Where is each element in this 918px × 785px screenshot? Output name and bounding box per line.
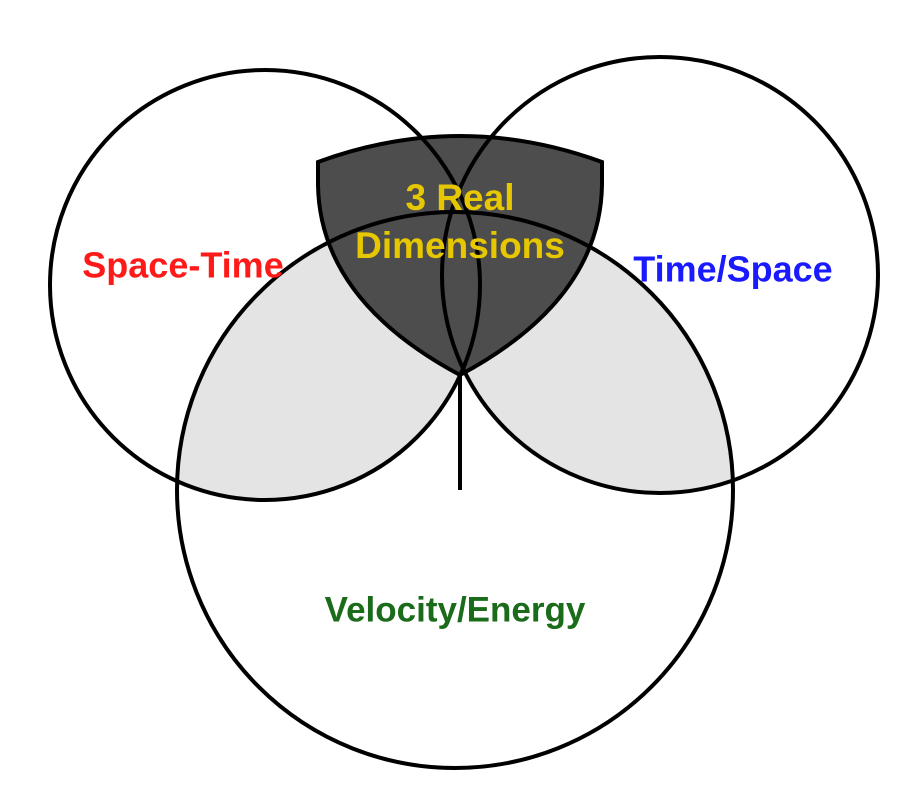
center-label-line-2: Dimensions: [355, 225, 565, 266]
label-time-space: Time/Space: [633, 249, 832, 290]
circle-space-time: [48, 68, 482, 502]
center-shield-shape: [316, 134, 604, 378]
circle-time-space: [440, 55, 880, 495]
label-velocity-energy: Velocity/Energy: [325, 590, 586, 629]
circle-velocity-energy: [175, 210, 735, 770]
center-label-line-1: 3 Real: [405, 177, 514, 218]
label-space-time: Space-Time: [82, 245, 283, 286]
